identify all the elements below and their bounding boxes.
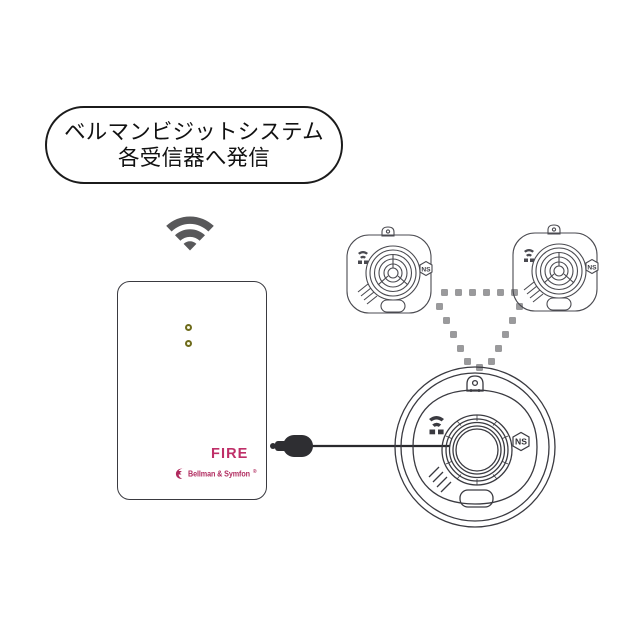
bellman-symfon-logo: Bellman & Symfon ® <box>174 468 257 479</box>
system-callout-bubble: ベルマンビジットシステム 各受信器へ発信 <box>45 106 343 184</box>
svg-text:NS: NS <box>421 266 431 273</box>
fire-transmitter-panel <box>117 281 267 500</box>
test-button <box>380 299 406 313</box>
detector-top-right: NS <box>502 224 614 325</box>
svg-text:NS: NS <box>587 264 597 271</box>
mount-tab-icon <box>466 375 484 392</box>
test-button <box>546 297 572 311</box>
ns-badge: NS <box>512 431 530 452</box>
svg-text:NS: NS <box>515 437 527 447</box>
test-button <box>459 489 494 508</box>
wifi-signal-icon <box>163 209 217 253</box>
ns-badge: NS <box>419 260 433 277</box>
mount-tab-icon <box>547 224 561 235</box>
led-indicator-bottom <box>185 340 192 347</box>
detector-top-left: NS <box>336 226 448 327</box>
wifi-small-icon <box>358 251 368 264</box>
led-indicator-top <box>185 324 192 331</box>
wifi-small-icon <box>524 249 534 262</box>
brand-trademark-text: ® <box>252 468 257 475</box>
callout-line-1: ベルマンビジットシステム <box>64 120 324 145</box>
wifi-small-icon <box>429 416 444 435</box>
fire-product-label: FIRE <box>211 446 249 462</box>
ns-badge: NS <box>585 258 599 275</box>
callout-line-2: 各受信器へ発信 <box>118 145 270 170</box>
mount-tab-icon <box>381 226 395 237</box>
bellman-brand-mark <box>175 468 184 479</box>
brand-name-text: Bellman & Symfon <box>188 468 250 479</box>
detector-main: NS <box>389 365 561 535</box>
